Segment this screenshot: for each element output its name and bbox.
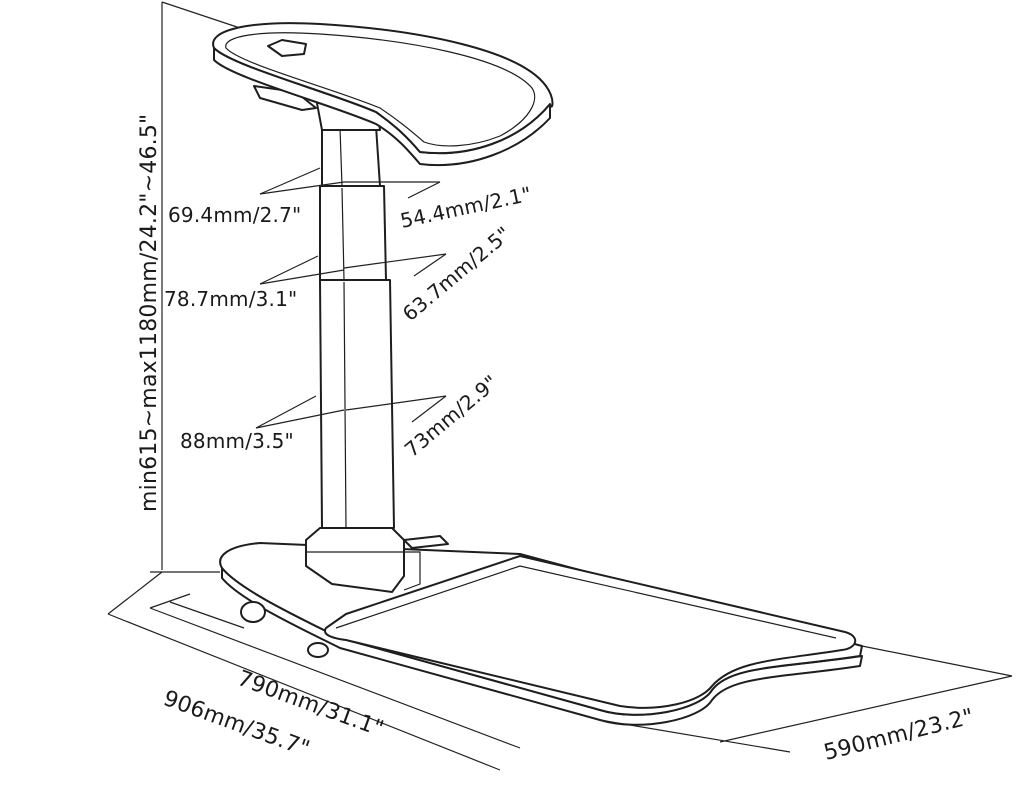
column-mid-edge xyxy=(341,187,345,281)
column-lower-edge xyxy=(343,281,347,529)
low-d-tick xyxy=(411,395,447,423)
upper-w-leader xyxy=(259,181,345,195)
outer-depth-line xyxy=(107,613,501,771)
desktop-tray xyxy=(212,22,554,166)
width-dim-line xyxy=(719,675,1013,743)
column-upper-stage xyxy=(321,125,381,187)
upper-col-width-label: 69.4mm/2.7" xyxy=(168,203,301,227)
tray-handle-cutout xyxy=(267,39,307,57)
rear-wheel-left xyxy=(240,601,266,623)
rear-wheel-right xyxy=(307,642,329,658)
low-col-width-label: 88mm/3.5" xyxy=(180,429,294,453)
inner-depth-ext xyxy=(149,593,191,609)
column-upper-edge xyxy=(339,127,343,187)
low-w-leader xyxy=(255,409,345,429)
height-range-label: min615~max1180mm/24.2"~46.5" xyxy=(137,114,162,512)
mid-w-leader xyxy=(259,269,345,285)
column-mid-stage xyxy=(319,185,387,281)
foot-pedal xyxy=(403,535,449,549)
mat-top xyxy=(324,555,857,709)
mid-w-tick xyxy=(259,255,319,285)
column-lower-stage xyxy=(319,279,395,529)
low-d-leader xyxy=(345,395,447,411)
standing-mat xyxy=(324,555,857,709)
width-ext-right xyxy=(861,645,1013,677)
inner-depth-line xyxy=(149,607,521,749)
upper-col-depth-label: 54.4mm/2.1" xyxy=(398,182,534,233)
mid-d-tick xyxy=(413,253,447,277)
height-dimension: min615~max1180mm/24.2"~46.5" xyxy=(137,1,253,573)
outer-depth-ext xyxy=(107,571,163,615)
base-dimension-lines xyxy=(107,571,1013,771)
mat-inner-edge xyxy=(335,565,837,639)
width-ext-left xyxy=(599,719,791,753)
telescopic-column xyxy=(319,125,395,529)
low-col-depth-label: 73mm/2.9" xyxy=(400,370,503,462)
column-dimension-lines xyxy=(255,167,447,429)
upper-w-tick xyxy=(259,167,321,195)
upper-d-tick xyxy=(407,181,441,199)
mid-col-width-label: 78.7mm/3.1" xyxy=(164,287,297,311)
mid-d-leader xyxy=(343,253,447,269)
mid-col-depth-label: 63.7mm/2.5" xyxy=(398,222,516,326)
pedal-bracket xyxy=(403,551,421,591)
inner-depth-ext2 xyxy=(169,601,245,629)
low-w-tick xyxy=(255,395,317,429)
tray-inner-edge xyxy=(225,32,536,147)
tray-top xyxy=(212,22,554,155)
